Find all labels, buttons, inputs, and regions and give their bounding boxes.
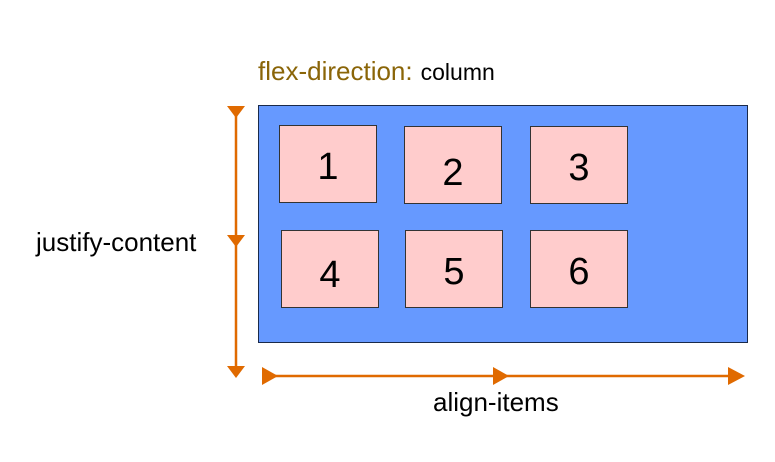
flex-item-6-label: 6: [568, 251, 590, 293]
flex-item-1-label: 1: [317, 146, 339, 188]
diagram-title: flex-direction: column: [258, 58, 495, 84]
title-property: flex-direction:: [258, 56, 413, 86]
flex-item-3: 3: [530, 126, 628, 204]
justify-content-mid-arrowhead: [227, 235, 245, 247]
flex-item-4: 4: [281, 230, 379, 308]
flex-item-5: 5: [405, 230, 503, 308]
flex-item-4-label: 4: [319, 254, 341, 296]
justify-content-start-marker: [227, 106, 245, 118]
flex-container: 1 2 3 4 5 6: [258, 105, 748, 343]
align-items-axis: [262, 367, 745, 385]
flex-item-5-label: 5: [443, 251, 465, 293]
flex-item-2-label: 2: [442, 152, 464, 194]
flex-item-3-label: 3: [568, 147, 590, 189]
justify-content-end-arrowhead: [227, 366, 245, 378]
justify-content-label: justify-content: [36, 227, 197, 257]
align-items-end-arrowhead: [728, 367, 745, 385]
flex-item-2: 2: [404, 126, 502, 204]
align-items-start-marker: [262, 367, 278, 385]
flex-item-6: 6: [530, 230, 628, 308]
flex-item-1: 1: [279, 125, 377, 203]
title-value: column: [420, 59, 495, 85]
justify-content-axis: [227, 106, 245, 378]
align-items-label: align-items: [433, 387, 559, 417]
align-items-mid-arrowhead: [493, 367, 509, 385]
